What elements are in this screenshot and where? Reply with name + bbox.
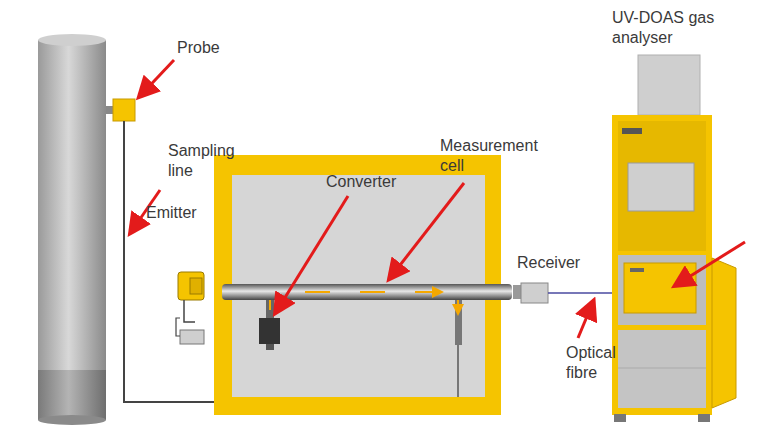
receiver-label: Receiver [517, 253, 597, 273]
receiver [521, 283, 548, 303]
stack [38, 34, 106, 425]
converter-label: Converter [326, 172, 416, 192]
sampling-line-label: Sampling line [168, 141, 248, 181]
probe-label: Probe [177, 38, 247, 58]
analyser-label: UV-DOAS gas analyser [612, 8, 730, 48]
flow-arrows [305, 291, 440, 293]
callout-arrows [131, 60, 745, 338]
converter [259, 300, 280, 350]
analyser-cabinet [612, 55, 736, 422]
emitter [176, 272, 204, 344]
optical-fibre-label: Optical fibre [566, 343, 636, 383]
outlet [455, 300, 462, 345]
probe [113, 99, 135, 121]
emitter-label: Emitter [146, 203, 216, 223]
measurement-cell [222, 284, 512, 300]
measurement-cell-label: Measurement cell [440, 136, 552, 176]
